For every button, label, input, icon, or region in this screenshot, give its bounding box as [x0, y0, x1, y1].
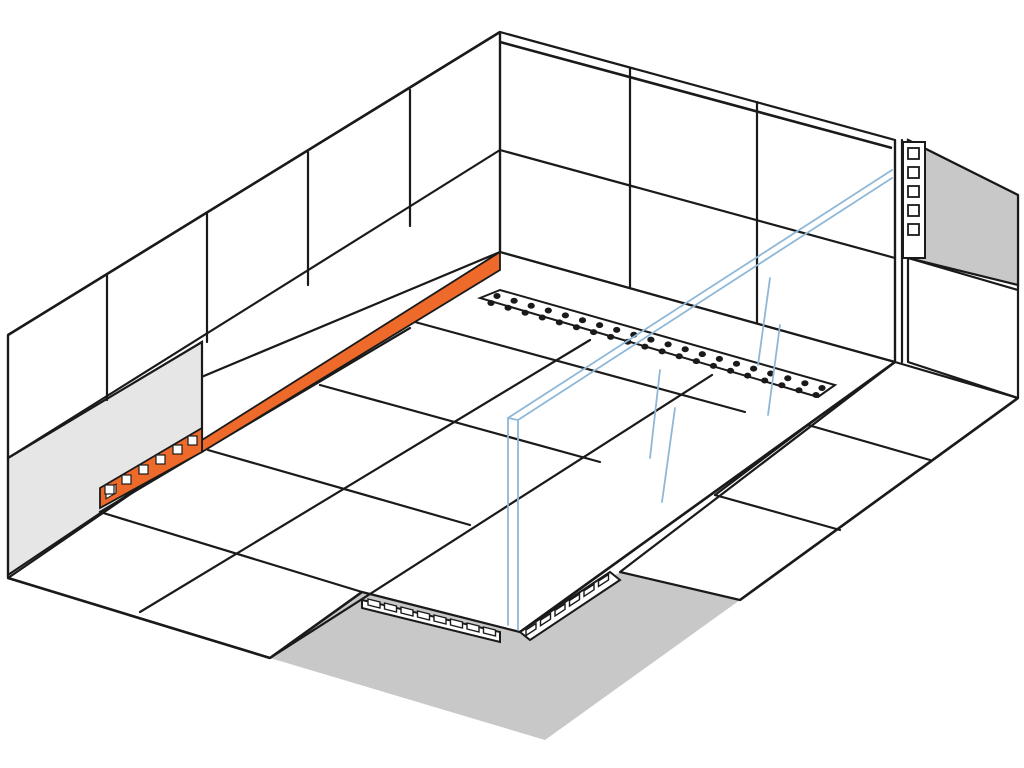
floor-substrate-front — [270, 572, 740, 740]
profile-slot — [539, 612, 552, 627]
side-profile-windows — [525, 573, 610, 637]
drain-hole — [538, 314, 546, 321]
drain-hole — [818, 385, 826, 391]
profile-slot — [449, 618, 464, 629]
drain-hole — [658, 348, 666, 355]
drain-hole — [675, 353, 683, 360]
profile-slot — [367, 598, 381, 609]
drain-hole — [487, 300, 495, 306]
drain-hole — [607, 333, 615, 340]
drain-hole — [732, 360, 741, 367]
drain-hole — [572, 324, 581, 331]
drain-hole — [698, 351, 706, 358]
drain-hole — [801, 380, 809, 387]
profile-slot — [433, 614, 447, 625]
front-profile-windows — [367, 598, 497, 637]
drain-hole — [510, 297, 518, 304]
drain-hole — [590, 329, 598, 336]
drain-hole — [750, 365, 758, 372]
drain-hole — [761, 377, 769, 384]
drain-hole — [715, 355, 724, 362]
profile-slot — [525, 622, 537, 637]
drain-hole — [726, 367, 735, 374]
drain-hole — [795, 387, 803, 394]
edge-profile-side — [518, 570, 622, 642]
profile-slot — [597, 573, 610, 588]
profile-slot — [383, 602, 398, 613]
drain-hole — [681, 346, 689, 353]
drain-hole — [596, 322, 604, 329]
wall-corner-profile — [902, 141, 926, 259]
profile-slot — [466, 622, 480, 633]
drain-hole — [493, 293, 501, 299]
drain-hole — [641, 343, 649, 350]
drain-hole — [647, 336, 655, 343]
drain-hole — [692, 358, 700, 365]
drain-hole — [561, 312, 570, 319]
drain-hole — [744, 372, 752, 379]
drain-hole — [778, 382, 786, 389]
drain-hole — [544, 307, 552, 314]
drain-hole — [613, 326, 621, 333]
floor-tiles — [6, 250, 897, 660]
linear-drain — [476, 288, 838, 399]
profile-slot — [568, 592, 581, 608]
profile-slot — [482, 626, 497, 637]
profile-slot — [400, 606, 414, 617]
drain-hole — [521, 309, 529, 316]
drain-hole — [578, 317, 587, 324]
drain-hole — [527, 302, 535, 309]
profile-slot — [416, 610, 431, 621]
drain-holes — [487, 293, 826, 398]
drain-hole — [812, 392, 820, 398]
floor-right-section — [618, 360, 1020, 602]
drain-hole — [555, 319, 564, 326]
profile-windows — [104, 435, 198, 495]
profile-slot — [583, 583, 595, 598]
left-wall — [6, 30, 502, 580]
profile-slot — [554, 602, 566, 618]
drain-hole — [664, 341, 672, 348]
drain-hole — [709, 362, 718, 369]
glass-shower-screen — [507, 169, 893, 631]
drain-hole — [504, 304, 512, 311]
edge-profile-front — [361, 598, 501, 644]
drain-hole — [784, 375, 792, 382]
